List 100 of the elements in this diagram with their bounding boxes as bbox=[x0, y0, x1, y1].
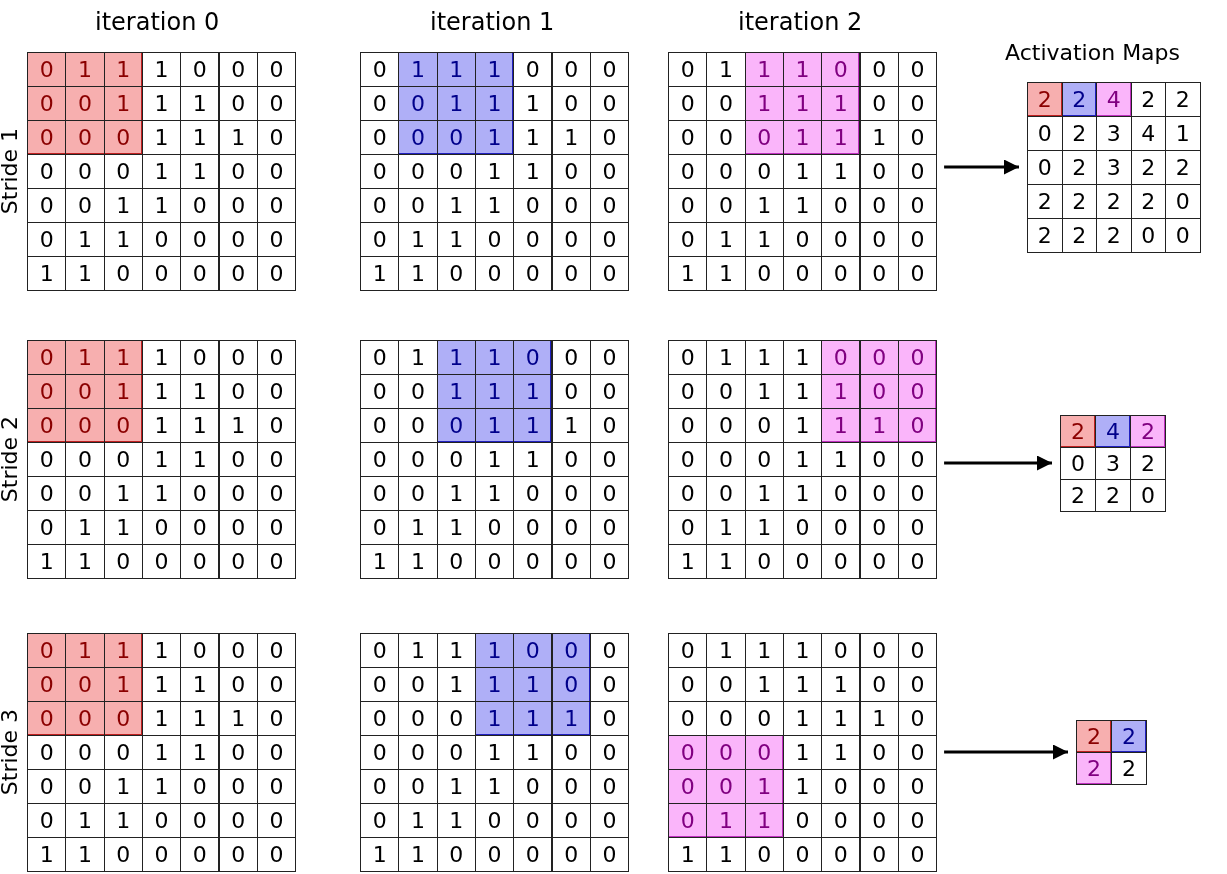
table-cell: 0 bbox=[218, 52, 258, 87]
table-cell: 0 bbox=[821, 544, 861, 579]
table-cell: 0 bbox=[27, 52, 67, 87]
table-cell: 0 bbox=[218, 633, 258, 668]
table-cell: 2 bbox=[1130, 415, 1166, 448]
table-cell: 1 bbox=[27, 544, 67, 579]
table-cell: 0 bbox=[821, 633, 861, 668]
table-cell: 1 bbox=[668, 256, 708, 291]
row-label: Stride 3 bbox=[0, 707, 21, 798]
table-cell: 0 bbox=[821, 52, 861, 87]
table-cell: 0 bbox=[859, 544, 899, 579]
number-grid bbox=[27, 52, 296, 290]
column-heading: iteration 1 bbox=[430, 8, 555, 36]
table-cell: 2 bbox=[1111, 752, 1147, 785]
table-cell: 0 bbox=[859, 837, 899, 872]
table-cell: 0 bbox=[256, 52, 297, 87]
column-heading: iteration 2 bbox=[738, 8, 863, 36]
table-cell: 1 bbox=[668, 837, 708, 872]
table-cell: 1 bbox=[360, 544, 400, 579]
number-grid bbox=[360, 340, 629, 578]
table-cell: 0 bbox=[589, 837, 630, 872]
table-cell: 0 bbox=[551, 633, 591, 668]
arrow bbox=[944, 744, 1068, 760]
table-cell: 0 bbox=[897, 52, 938, 87]
number-grid bbox=[668, 633, 937, 871]
table-cell: 0 bbox=[513, 633, 553, 668]
column-heading: Activation Maps bbox=[1005, 40, 1181, 65]
number-grid bbox=[27, 633, 296, 871]
number-grid bbox=[27, 340, 296, 578]
table-cell: 0 bbox=[1165, 218, 1201, 253]
table-cell: 0 bbox=[589, 52, 630, 87]
column-heading: iteration 0 bbox=[95, 8, 220, 36]
table-cell: 0 bbox=[360, 340, 400, 375]
table-cell: 0 bbox=[27, 633, 67, 668]
table-cell: 0 bbox=[897, 340, 938, 375]
table-cell: 0 bbox=[551, 837, 591, 872]
table-cell: 2 bbox=[1060, 415, 1096, 448]
table-cell: 0 bbox=[821, 837, 861, 872]
table-cell: 0 bbox=[360, 633, 400, 668]
table-cell: 0 bbox=[256, 633, 297, 668]
table-cell: 0 bbox=[668, 633, 708, 668]
table-cell: 0 bbox=[551, 340, 591, 375]
row-label: Stride 2 bbox=[0, 414, 21, 505]
table-cell: 1 bbox=[668, 544, 708, 579]
table-cell: 0 bbox=[513, 52, 553, 87]
table-cell: 0 bbox=[218, 256, 258, 291]
table-cell: 0 bbox=[256, 544, 297, 579]
number-grid bbox=[1027, 82, 1200, 252]
table-cell: 0 bbox=[256, 256, 297, 291]
table-cell: 0 bbox=[897, 837, 938, 872]
table-cell: 0 bbox=[180, 256, 220, 291]
number-grid bbox=[1060, 415, 1165, 511]
table-cell: 1 bbox=[27, 256, 67, 291]
number-grid bbox=[360, 52, 629, 290]
table-cell: 0 bbox=[589, 340, 630, 375]
table-cell: 0 bbox=[859, 340, 899, 375]
table-cell: 1 bbox=[360, 256, 400, 291]
table-cell: 0 bbox=[897, 633, 938, 668]
table-cell: 0 bbox=[551, 544, 591, 579]
table-cell: 0 bbox=[513, 837, 553, 872]
table-cell: 0 bbox=[180, 837, 220, 872]
table-cell: 0 bbox=[668, 340, 708, 375]
table-cell: 2 bbox=[1027, 82, 1063, 117]
table-cell: 0 bbox=[551, 52, 591, 87]
table-cell: 0 bbox=[821, 256, 861, 291]
table-cell: 2 bbox=[1060, 479, 1096, 512]
table-cell: 0 bbox=[180, 52, 220, 87]
table-cell: 0 bbox=[218, 837, 258, 872]
table-cell: 0 bbox=[821, 340, 861, 375]
number-grid bbox=[668, 340, 937, 578]
table-cell: 0 bbox=[551, 256, 591, 291]
table-cell: 1 bbox=[360, 837, 400, 872]
table-cell: 0 bbox=[859, 256, 899, 291]
table-cell: 0 bbox=[513, 340, 553, 375]
number-grid bbox=[668, 52, 937, 290]
table-cell: 0 bbox=[859, 633, 899, 668]
table-cell: 0 bbox=[513, 544, 553, 579]
table-cell: 0 bbox=[27, 340, 67, 375]
table-cell: 0 bbox=[218, 544, 258, 579]
table-cell: 2 bbox=[1076, 720, 1112, 753]
table-cell: 0 bbox=[256, 340, 297, 375]
table-cell: 2 bbox=[1076, 752, 1112, 785]
table-cell: 0 bbox=[256, 837, 297, 872]
table-cell: 0 bbox=[589, 544, 630, 579]
table-cell: 0 bbox=[897, 544, 938, 579]
table-cell: 0 bbox=[180, 340, 220, 375]
table-cell: 1 bbox=[27, 837, 67, 872]
arrow bbox=[944, 455, 1052, 471]
table-cell: 0 bbox=[180, 633, 220, 668]
table-cell: 0 bbox=[668, 52, 708, 87]
table-cell: 2 bbox=[1165, 82, 1201, 117]
table-cell: 0 bbox=[589, 256, 630, 291]
number-grid bbox=[1076, 720, 1146, 784]
table-cell: 0 bbox=[897, 256, 938, 291]
row-label: Stride 1 bbox=[0, 126, 21, 217]
number-grid bbox=[360, 633, 629, 871]
table-cell: 0 bbox=[360, 52, 400, 87]
table-cell: 0 bbox=[1130, 479, 1166, 512]
arrow bbox=[944, 159, 1019, 175]
table-cell: 2 bbox=[1111, 720, 1147, 753]
